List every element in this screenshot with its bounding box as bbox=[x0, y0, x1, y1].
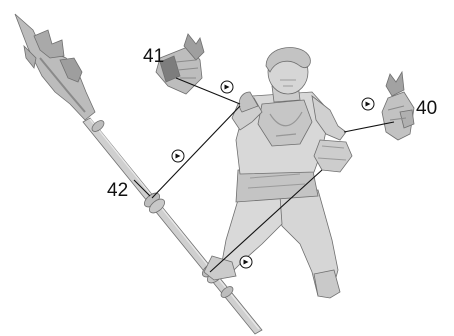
glue-drop-icon bbox=[240, 256, 252, 268]
leader-line-42-upper bbox=[152, 106, 240, 198]
spear-part bbox=[15, 14, 262, 334]
glue-drop-icon bbox=[221, 81, 233, 93]
figure-forearm bbox=[314, 140, 352, 172]
spear-head bbox=[15, 14, 95, 120]
hand-part-40 bbox=[382, 72, 414, 140]
glue-drop-icon bbox=[172, 150, 184, 162]
callout-40: 40 bbox=[416, 98, 437, 119]
glue-drop-icon bbox=[362, 98, 374, 110]
callout-41: 41 bbox=[143, 46, 164, 67]
callout-42: 42 bbox=[107, 180, 128, 201]
hand-40-flame bbox=[386, 72, 404, 96]
